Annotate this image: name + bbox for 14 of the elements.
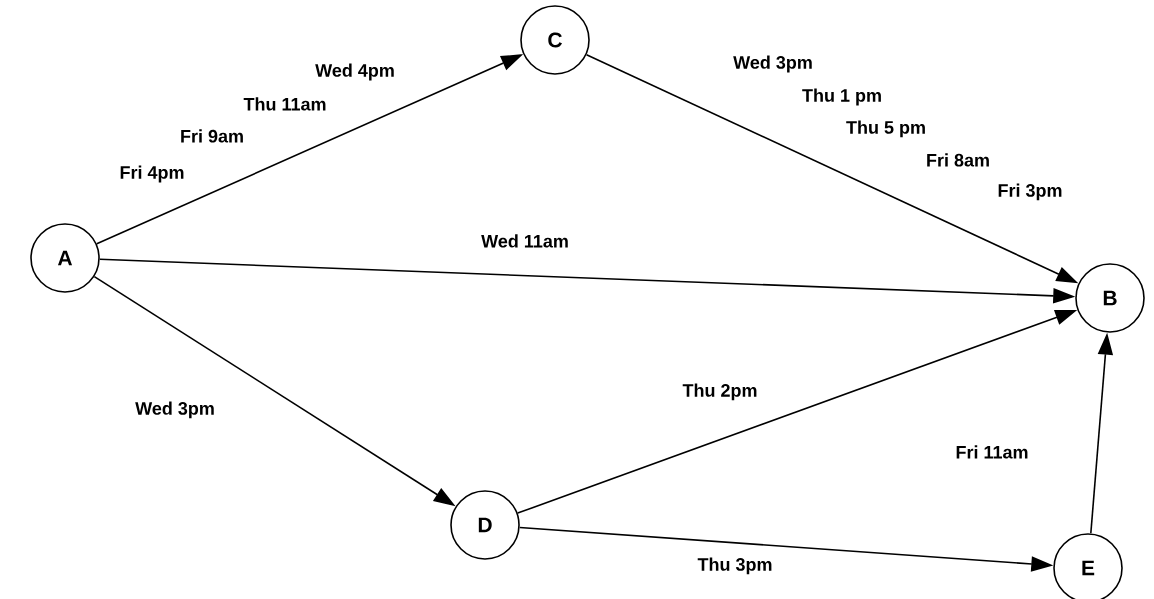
time-label: Wed 4pm	[315, 63, 394, 81]
edge-label: Fri 11am	[954, 444, 1030, 460]
time-label: Thu 11am	[243, 97, 326, 111]
edge-label: Wed 11am	[480, 233, 570, 249]
edge-label: Thu 2pm	[681, 382, 759, 402]
time-label: Fri 9am	[181, 129, 243, 143]
time-label: Fri 3pm	[998, 183, 1062, 201]
edge-label: Thu 3pm	[696, 556, 774, 576]
time-label: Thu 5 pm	[846, 120, 925, 138]
time-label: Fri 8am	[927, 153, 989, 167]
time-label: Thu 1 pm	[802, 88, 881, 106]
time-label: Wed 3pm	[733, 55, 812, 73]
time-label: Fri 4pm	[120, 165, 184, 183]
edge-label: Wed 3pm	[134, 400, 216, 420]
